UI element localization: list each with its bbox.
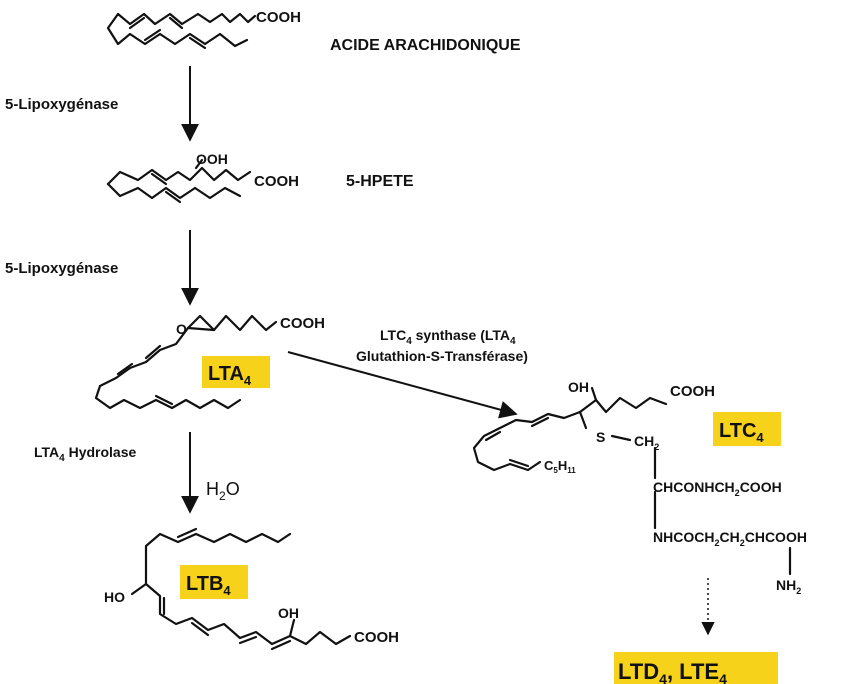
ltc4-tail-label: C5H11 bbox=[544, 458, 576, 475]
arachidonic-acid-label: ACIDE ARACHIDONIQUE bbox=[330, 37, 521, 54]
ltc4-structure: OH COOH S CH2 C5H11 CHCONHCH2COOH NHCOCH… bbox=[472, 379, 807, 596]
edge-label-lta4-hydrolase: LTA4 Hydrolase bbox=[34, 444, 137, 464]
ltc4-ch2-label: CH2 bbox=[634, 433, 659, 452]
ltc4-chain2-label: NHCOCH2CH2CHCOOH bbox=[653, 529, 807, 548]
lta4-label: LTA4 bbox=[208, 363, 252, 388]
arachidonic-cooh-label: COOH bbox=[256, 9, 301, 26]
arrow-lta4-to-ltc4 bbox=[287, 351, 518, 419]
arachidonic-acid-structure: COOH bbox=[106, 9, 301, 50]
ltc4-label: LTC4 bbox=[719, 420, 764, 445]
ltc4-cooh-label: COOH bbox=[670, 383, 715, 400]
ltb4-structure: HO OH COOH bbox=[104, 527, 399, 651]
lta4-structure: O COOH bbox=[94, 314, 325, 410]
edge-label-water: H2O bbox=[206, 479, 240, 503]
ltc4-s-label: S bbox=[596, 429, 605, 445]
edge-label-lipoxygenase-1: 5-Lipoxygénase bbox=[5, 96, 118, 113]
ltc4-oh-label: OH bbox=[568, 379, 589, 395]
edge-label-lipoxygenase-2: 5-Lipoxygénase bbox=[5, 260, 118, 277]
ltc4-highlight bbox=[713, 412, 781, 446]
ltb4-cooh-label: COOH bbox=[354, 629, 399, 646]
ltb4-label: LTB4 bbox=[186, 573, 231, 598]
ltc4-nh2-label: NH2 bbox=[776, 577, 801, 596]
lta4-cooh-label: COOH bbox=[280, 315, 325, 332]
hpete-cooh-label: COOH bbox=[254, 173, 299, 190]
edge-label-ltc4-synthase-line2: Glutathion-S-Transférase) bbox=[356, 348, 528, 364]
hpete-ooh-label: OOH bbox=[196, 151, 228, 167]
lta4-epoxide-o: O bbox=[176, 321, 187, 337]
edge-label-ltc4-synthase-line1: LTC4 synthase (LTA4 bbox=[380, 327, 516, 347]
ltc4-chain1-label: CHCONHCH2COOH bbox=[653, 479, 782, 498]
hpete-label: 5-HPETE bbox=[346, 173, 414, 190]
ltb4-highlight bbox=[180, 565, 248, 599]
ltb4-oh-label: OH bbox=[278, 605, 299, 621]
ltd4-lte4-label: LTD4, LTE4 bbox=[618, 659, 727, 684]
ltd4-lte4-highlight bbox=[614, 652, 778, 684]
ltb4-ho-label: HO bbox=[104, 589, 125, 605]
hpete-structure: OOH COOH bbox=[106, 151, 299, 204]
lta4-highlight bbox=[202, 356, 270, 388]
